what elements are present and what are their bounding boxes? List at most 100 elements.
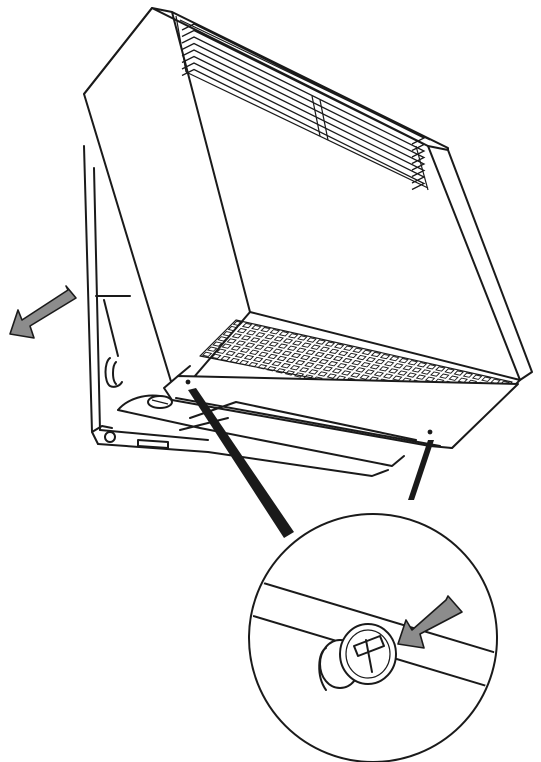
grille-cell: [361, 349, 372, 356]
grille-cell: [231, 333, 243, 339]
grille-cell: [217, 336, 228, 342]
grille-cell: [324, 341, 336, 347]
grille-cell: [439, 373, 450, 379]
grille-cell: [273, 336, 285, 342]
grille-cell: [416, 362, 428, 368]
grille-cell: [291, 340, 303, 346]
grille-cell: [306, 337, 317, 343]
grille-cell: [250, 337, 261, 343]
grille-cell: [240, 335, 252, 341]
grille-cell: [305, 349, 316, 355]
grille-cell: [244, 342, 256, 348]
grille-cell: [383, 361, 395, 367]
grille-cell: [398, 358, 409, 364]
grille-cell: [286, 345, 298, 351]
grille-cell: [247, 362, 259, 368]
grille-cell: [234, 352, 245, 358]
grille-cell: [287, 333, 299, 339]
grille-cell: [379, 353, 391, 360]
grille-cell: [310, 344, 321, 350]
grille-cell: [229, 357, 240, 364]
grille-cell: [304, 362, 315, 368]
grille-cell: [373, 371, 385, 377]
grille-cell: [241, 322, 253, 329]
grille-cell: [378, 366, 390, 372]
grille-cell: [236, 328, 248, 334]
grille-cell: [360, 362, 371, 368]
grille-cell: [257, 364, 268, 370]
grille-cell: [220, 355, 231, 362]
grille-cell: [342, 358, 353, 364]
grille-cell: [269, 329, 281, 335]
grille-cell: [226, 338, 237, 344]
grille-cell: [239, 347, 251, 353]
grille-cell: [351, 360, 362, 366]
grille-cell: [251, 324, 262, 331]
grille-cell: [297, 335, 308, 341]
grille-cell: [232, 320, 244, 327]
grille-cell: [309, 356, 320, 363]
screw-indicator-arrow-icon: [397, 595, 463, 649]
grille-cell: [235, 340, 247, 346]
grille-cell: [374, 359, 386, 365]
grille-cell: [264, 334, 275, 340]
grille-cell: [364, 369, 375, 375]
mount-hole: [104, 431, 116, 443]
grille-cell: [301, 342, 312, 348]
grille-cell: [389, 355, 400, 362]
grille-cell: [222, 331, 233, 337]
grille-cell: [333, 343, 345, 349]
grille-cell: [259, 339, 270, 345]
grille-cell: [276, 355, 287, 362]
grille-cell: [258, 351, 269, 357]
grille-cell: [254, 344, 265, 350]
grille-cell: [340, 370, 352, 376]
grille-cell: [281, 350, 293, 356]
grille-cell: [280, 363, 291, 369]
grille-cell: [338, 350, 349, 357]
grille-cell: [289, 365, 301, 371]
grille-cell: [271, 361, 282, 367]
grille-cell: [356, 354, 367, 361]
screw-icon: [318, 623, 397, 691]
grille-cell: [448, 375, 459, 381]
grille-cell: [290, 352, 302, 359]
pull-direction-arrow-icon: [9, 285, 77, 339]
grille-cell: [300, 354, 311, 361]
grille-cell: [352, 347, 363, 353]
grille-cell: [238, 359, 250, 366]
grille-cell: [313, 364, 324, 370]
grille-cell: [481, 376, 492, 382]
grille-cell: [263, 346, 274, 352]
grille-cell: [429, 371, 441, 377]
grille-cell: [397, 370, 408, 376]
grille-cell: [298, 367, 310, 373]
grille-cell: [350, 372, 361, 378]
grille-cell: [331, 368, 343, 374]
grille-cell: [308, 369, 319, 375]
grille-cell: [293, 372, 305, 378]
grille-cell: [327, 361, 339, 367]
grille-cell: [216, 348, 227, 354]
front-cover: [83, 7, 533, 449]
top-louvre-grille: [175, 15, 429, 191]
grille-cell: [411, 367, 423, 373]
grille-cell: [278, 331, 290, 337]
grille-cell: [359, 374, 370, 380]
grille-cell: [406, 372, 417, 378]
grille-cell: [253, 356, 264, 363]
grille-cell: [225, 350, 236, 356]
grille-cell: [435, 366, 446, 372]
grille-cell: [328, 348, 340, 354]
callout-leaders: [188, 388, 434, 538]
grille-cell: [453, 370, 465, 376]
grille-cell: [277, 343, 289, 349]
grille-cell: [262, 358, 273, 365]
grille-cell: [332, 355, 344, 362]
grille-cell: [370, 351, 382, 358]
louvre-slat: [181, 68, 426, 191]
grille-cell: [275, 368, 286, 374]
grille-cell: [245, 330, 257, 336]
